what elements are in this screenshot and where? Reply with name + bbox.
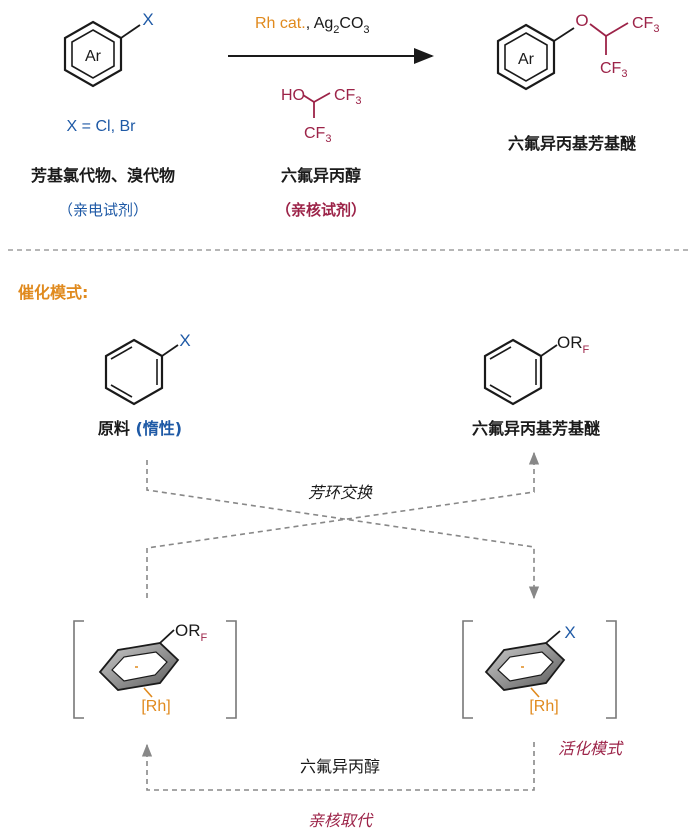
svg-text:X: X: [179, 331, 190, 350]
svg-text:Ar: Ar: [518, 51, 535, 68]
svg-text:HO: HO: [281, 87, 305, 104]
svg-text:X: X: [564, 623, 575, 642]
svg-text:CF3: CF3: [600, 60, 627, 80]
reagents-label: Rh cat., Ag2CO3: [255, 15, 370, 36]
halobenzene-structure: X: [104, 331, 191, 406]
end-product-label: 六氟异丙基芳基醚: [472, 419, 600, 438]
activation-mode-label: 活化模式: [558, 739, 624, 758]
x-substituent: X: [142, 10, 153, 29]
svg-text:ORF: ORF: [557, 333, 590, 356]
ar-label: Ar: [85, 48, 102, 65]
svg-text:CF3: CF3: [334, 87, 361, 107]
arene-exchange-label: 芳环交换: [308, 483, 373, 502]
hfip-structure: HO CF3 CF3: [281, 87, 361, 145]
product-label: 六氟异丙基芳基醚: [508, 134, 636, 153]
inert-note: (惰性): [135, 419, 182, 438]
rh-catalyst: Rh cat.: [255, 15, 306, 32]
mode-title: 催化模式:: [18, 283, 88, 302]
aryl-ether-structure: ORF: [483, 333, 590, 406]
svg-text:CF3: CF3: [304, 125, 331, 145]
hfip-mechanism-label: 六氟异丙醇: [300, 757, 380, 776]
substrate-role: （亲电试剂）: [58, 201, 148, 219]
svg-text:ORF: ORF: [175, 621, 208, 644]
hfip-role: （亲核试剂）: [276, 201, 366, 219]
rh-halide-complex: X [Rh]: [462, 620, 617, 719]
rh-label-right: [Rh]: [529, 698, 558, 715]
arene-exchange-paths: [146, 451, 540, 600]
nucleophilic-substitution-label: 亲核取代: [308, 811, 374, 830]
product-structure: Ar O CF3 CF3: [496, 11, 659, 91]
svg-text:CF3: CF3: [632, 15, 659, 35]
hfip-label: 六氟异丙醇: [281, 166, 361, 185]
start-material-label: 原料 (惰性): [98, 419, 182, 438]
svg-text:O: O: [575, 11, 588, 30]
x-definition: X = Cl, Br: [67, 118, 137, 135]
substrate-label: 芳基氯代物、溴代物: [31, 166, 175, 185]
rh-ether-complex: ORF [Rh]: [73, 620, 237, 719]
aryl-halide-structure: Ar X: [63, 10, 154, 88]
rh-label-left: [Rh]: [141, 698, 170, 715]
